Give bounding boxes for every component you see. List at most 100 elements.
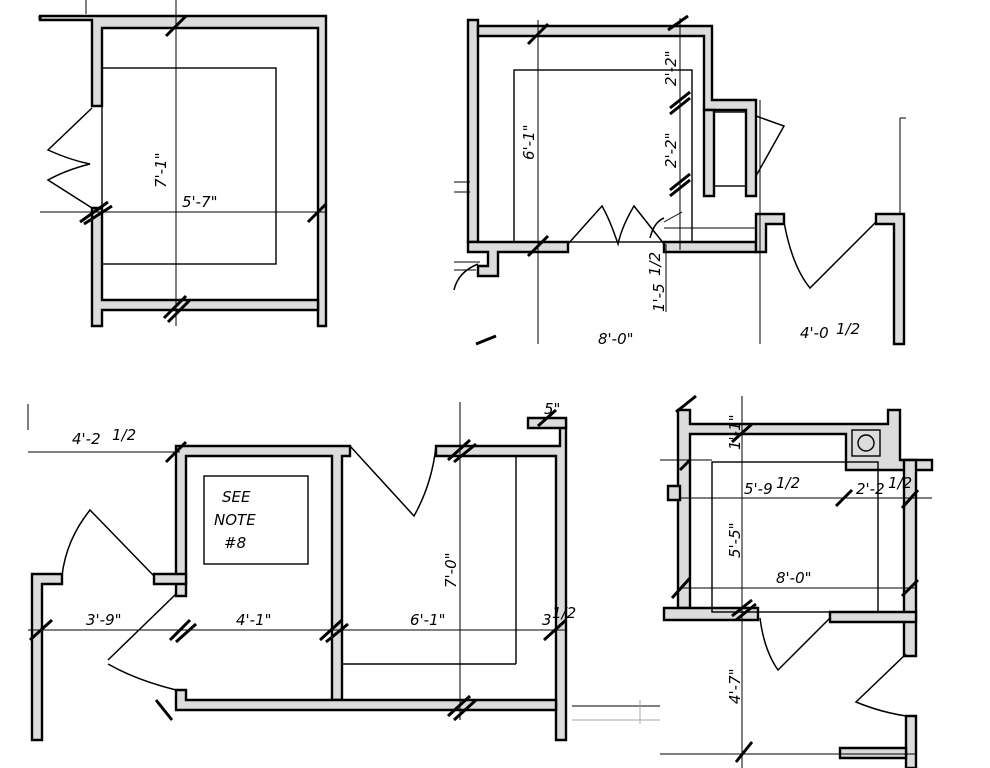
dimension-tick (667, 14, 689, 32)
dimension-tick (162, 294, 188, 320)
dimension-label: 3'-9" (86, 611, 122, 629)
inner-room (711, 461, 879, 613)
dimension-label: 7'-0" (442, 552, 460, 588)
dimension-label: 7'-1" (152, 152, 170, 188)
wall (754, 212, 786, 254)
wall (466, 18, 480, 244)
dimension-tick (526, 22, 550, 46)
dimension-tick (79, 200, 109, 224)
wall (152, 572, 188, 586)
dimension-tick (154, 699, 174, 721)
inner-room (101, 67, 277, 265)
dimension-tick (669, 172, 691, 192)
dimension-tick (166, 298, 192, 324)
dimension-tick (168, 618, 192, 642)
dimension-tick (537, 408, 557, 428)
dimension-tick (83, 204, 113, 226)
dimension-fraction: 1/2 (888, 474, 912, 492)
dimension-label: 5" (544, 400, 560, 418)
dimension-tick (670, 576, 692, 600)
note-line: #8 (224, 534, 246, 552)
dimension-label: 4'-1" (236, 611, 272, 629)
dimension-tick (834, 488, 854, 508)
wall (902, 458, 918, 658)
dimension-tick (734, 741, 754, 763)
dimension-fraction: 1/2 (776, 474, 800, 492)
wall (838, 746, 908, 760)
wall (30, 572, 64, 742)
dimension-label: 2'-2 (856, 480, 885, 498)
dimension-fraction: 1/2 (836, 320, 860, 338)
dimension-label: 4'-0 (800, 324, 829, 342)
dimension-label-group: 1'-5 1/2 (646, 252, 668, 312)
door-swing (46, 107, 93, 209)
wall (828, 610, 918, 624)
dimension-tick (669, 96, 691, 116)
door-swing (349, 445, 437, 518)
wall (38, 14, 328, 328)
dimension-label: 4'-2 (72, 430, 101, 448)
fireplace-hood (755, 115, 786, 177)
dimension-tick (900, 489, 920, 509)
wall (526, 416, 568, 430)
dimension-label: 5'-7" (182, 193, 218, 211)
wall (666, 484, 682, 502)
dimension-label: 6'-1" (410, 611, 446, 629)
door-swing (854, 653, 907, 717)
dimension-tick (174, 622, 198, 644)
note-line: NOTE (214, 511, 256, 529)
dimension-tick (526, 234, 550, 258)
dimension-line (663, 211, 683, 223)
plan-bottom-right: 1'-1" 5'-9 1/2 2'-2 1/2 5'-5" 8'-0" 4'-7… (660, 394, 934, 768)
fireplace-box (713, 111, 747, 187)
dimension-tick (325, 622, 349, 644)
dimension-tick (318, 618, 344, 642)
dimension-tick (730, 422, 754, 444)
dimension-tick (475, 334, 497, 346)
wall (434, 418, 568, 742)
dimension-tick (164, 14, 188, 38)
dimension-tick (669, 90, 691, 110)
wall (476, 24, 758, 198)
door-swing (567, 204, 665, 247)
dimension-tick (675, 394, 697, 414)
note-box (203, 475, 309, 565)
dimension-label: 8'-0" (598, 330, 634, 348)
door-swing (783, 221, 877, 290)
wall (662, 240, 758, 254)
wall (174, 688, 558, 712)
dimension-label: 4'-7" (726, 668, 744, 704)
plan-top-right: 6'-1" 2'-2" 2'-2" 1'-5 1/2 8'-0" 4'-0 1/… (453, 14, 906, 348)
dimension-label: 5'-9 (744, 480, 773, 498)
dimension-fraction: 1/2 (646, 252, 664, 276)
wall (904, 714, 918, 768)
door-swing (107, 593, 177, 691)
wall (702, 108, 716, 198)
dimension-label: 1'-5 (650, 283, 668, 312)
dimension-label: 6'-1" (520, 124, 538, 160)
door-swing (759, 617, 831, 672)
wall (466, 240, 570, 278)
door-swing (61, 508, 155, 577)
dimension-fraction: 1/2 (112, 426, 136, 444)
dimension-tick (452, 698, 478, 722)
dimension-label: 3 (542, 611, 552, 629)
dimension-label: 2'-2" (662, 132, 680, 168)
dimension-tick (542, 618, 568, 642)
door-swing (649, 217, 665, 239)
dimension-tick (453, 442, 477, 464)
wall (874, 212, 906, 346)
dimension-tick (731, 598, 753, 618)
dimension-tick (306, 202, 328, 224)
dimension-tick (164, 440, 188, 464)
dimension-fraction: 1/2 (552, 604, 576, 622)
dimension-label: 5'-5" (726, 522, 744, 558)
dimension-tick (28, 618, 54, 642)
appliance-circle (857, 434, 875, 452)
dimension-tick (678, 458, 692, 472)
dimension-label: 2'-2" (662, 50, 680, 86)
appliance-box (851, 429, 881, 457)
dimension-label: 1'-1" (726, 414, 744, 450)
wall (676, 408, 934, 610)
